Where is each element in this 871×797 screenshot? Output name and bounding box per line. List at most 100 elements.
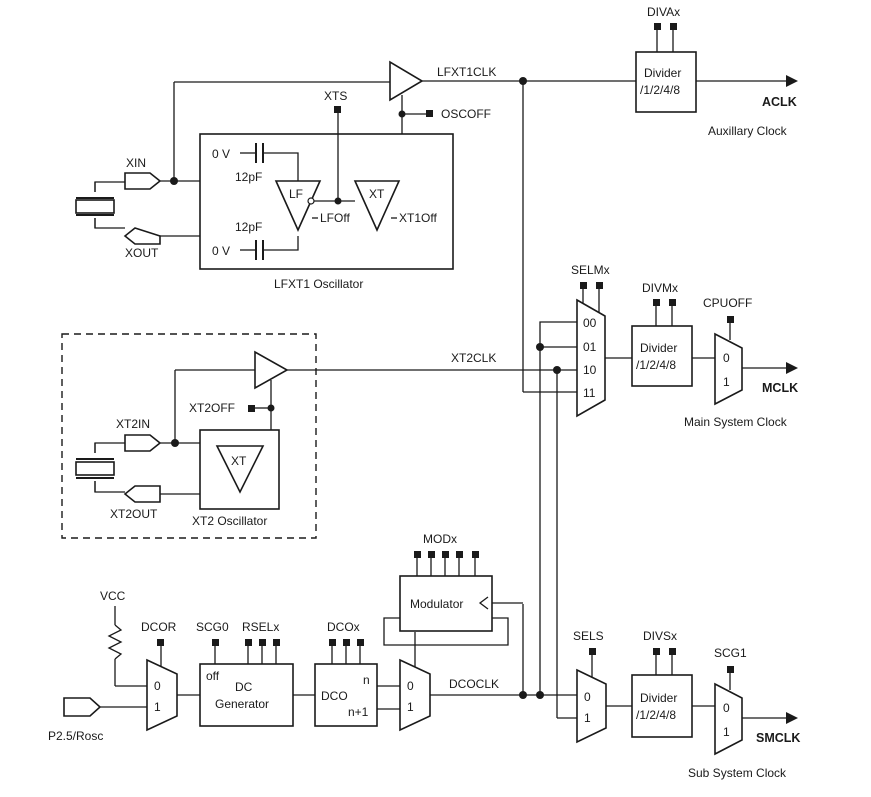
lfxt1clk-label: LFXT1CLK — [437, 65, 496, 79]
dc-generator-off: off — [206, 669, 220, 683]
dco-n: n — [363, 673, 370, 687]
scg0-label: SCG0 — [196, 620, 229, 634]
selm-in-01: 01 — [583, 340, 597, 354]
smclk-arrow — [786, 712, 798, 724]
smclk-divider-line1: Divider — [640, 691, 677, 705]
cpuoff-in-0: 0 — [723, 351, 730, 365]
crystal-1 — [75, 181, 125, 229]
cap-top-label: 12pF — [235, 170, 262, 184]
dco-mux-in-0: 0 — [407, 679, 414, 693]
lf-label: LF — [289, 187, 303, 201]
cap-bottom-label: 12pF — [235, 220, 262, 234]
xt1-amplifier: XT XT1Off — [353, 180, 437, 232]
divs-label: DIVSx — [643, 629, 677, 643]
dco-block — [314, 663, 378, 727]
resistor — [107, 624, 123, 660]
zero-v-top: 0 V — [212, 147, 230, 161]
xt2-buffer — [254, 350, 289, 390]
dc-generator — [199, 663, 294, 727]
dc-generator-line1: DC — [235, 680, 253, 694]
dcor-in-0: 0 — [154, 679, 161, 693]
lfxt1-title: LFXT1 Oscillator — [274, 277, 363, 291]
crystal-2 — [75, 442, 125, 493]
xt2-optional-region — [61, 333, 317, 539]
dco-block-label: DCO — [321, 689, 348, 703]
smclk-label: SMCLK — [756, 731, 800, 745]
dco-label: DCOx — [327, 620, 360, 634]
capacitor-bottom: 0 V 12pF — [212, 220, 299, 260]
scg1-in-0: 0 — [723, 701, 730, 715]
capacitor-top: 0 V 12pF — [212, 143, 299, 184]
xt2-amplifier — [215, 445, 265, 494]
aclk-arrow — [786, 75, 798, 87]
zero-v-bottom: 0 V — [212, 244, 230, 258]
xt2out-label: XT2OUT — [110, 507, 158, 521]
sels-mux — [576, 668, 607, 744]
selm-label: SELMx — [571, 263, 610, 277]
xt1-label: XT — [369, 187, 385, 201]
modulator — [399, 575, 493, 632]
cpuoff-label: CPUOFF — [703, 296, 752, 310]
oscoff-label: OSCOFF — [441, 107, 491, 121]
cpuoff-in-1: 1 — [723, 375, 730, 389]
diva-label: DIVAx — [647, 5, 680, 19]
aclk-desc: Auxillary Clock — [708, 124, 788, 138]
xin-pin: XIN — [124, 156, 162, 190]
mclk-divider — [631, 325, 693, 387]
lf-amplifier: LF LFOff — [274, 180, 355, 232]
mclk-desc: Main System Clock — [684, 415, 788, 429]
dco-n1: n+1 — [348, 705, 369, 719]
xt2-title: XT2 Oscillator — [192, 514, 267, 528]
selm-mux — [576, 298, 606, 418]
xt2in-label: XT2IN — [116, 417, 150, 431]
scg1-label: SCG1 — [714, 646, 747, 660]
selm-in-10: 10 — [583, 363, 597, 377]
dc-generator-line2: Generator — [215, 697, 269, 711]
scg1-mux — [714, 682, 743, 756]
mclk-divider-line2: /1/2/4/8 — [636, 358, 676, 372]
smclk-divider-line2: /1/2/4/8 — [636, 708, 676, 722]
dcor-in-1: 1 — [154, 700, 161, 714]
mclk-divider-line1: Divider — [640, 341, 677, 355]
rosc-label: P2.5/Rosc — [48, 729, 103, 743]
sels-in-0: 0 — [584, 690, 591, 704]
mod-label: MODx — [423, 532, 457, 546]
xt2in-pin — [124, 434, 162, 452]
dcoclk-label: DCOCLK — [449, 677, 499, 691]
aclk-divider — [635, 51, 697, 113]
xin-label: XIN — [126, 156, 146, 170]
lfxt1-buffer — [389, 60, 424, 102]
dcor-mux — [146, 658, 178, 732]
lfoff-label: LFOff — [320, 211, 350, 225]
dcor-label: DCOR — [141, 620, 177, 634]
scg1-in-1: 1 — [723, 725, 730, 739]
rsel-label: RSELx — [242, 620, 279, 634]
vcc-label: VCC — [100, 589, 126, 603]
xt2-xt-label: XT — [231, 454, 247, 468]
xt2clk-label: XT2CLK — [451, 351, 496, 365]
smclk-desc: Sub System Clock — [688, 766, 787, 780]
sels-label: SELS — [573, 629, 604, 643]
rosc-pin — [63, 697, 102, 717]
aclk-label: ACLK — [762, 95, 797, 109]
xout-pin: XOUT — [123, 227, 161, 260]
mclk-arrow — [786, 362, 798, 374]
cpuoff-mux — [714, 332, 743, 406]
mclk-label: MCLK — [762, 381, 798, 395]
sels-in-1: 1 — [584, 711, 591, 725]
xt2out-pin — [123, 485, 161, 503]
smclk-divider — [631, 674, 693, 738]
xt1off-label: XT1Off — [399, 211, 437, 225]
selm-in-11: 11 — [583, 386, 596, 400]
dco-mux-in-1: 1 — [407, 700, 414, 714]
xt2off-label: XT2OFF — [189, 401, 235, 415]
xts-label: XTS — [324, 89, 347, 103]
divm-label: DIVMx — [642, 281, 678, 295]
modulator-label: Modulator — [410, 597, 463, 611]
selm-in-00: 00 — [583, 316, 597, 330]
xout-label: XOUT — [125, 246, 159, 260]
dco-mux — [399, 658, 431, 732]
aclk-divider-line2: /1/2/4/8 — [640, 83, 680, 97]
aclk-divider-line1: Divider — [644, 66, 681, 80]
